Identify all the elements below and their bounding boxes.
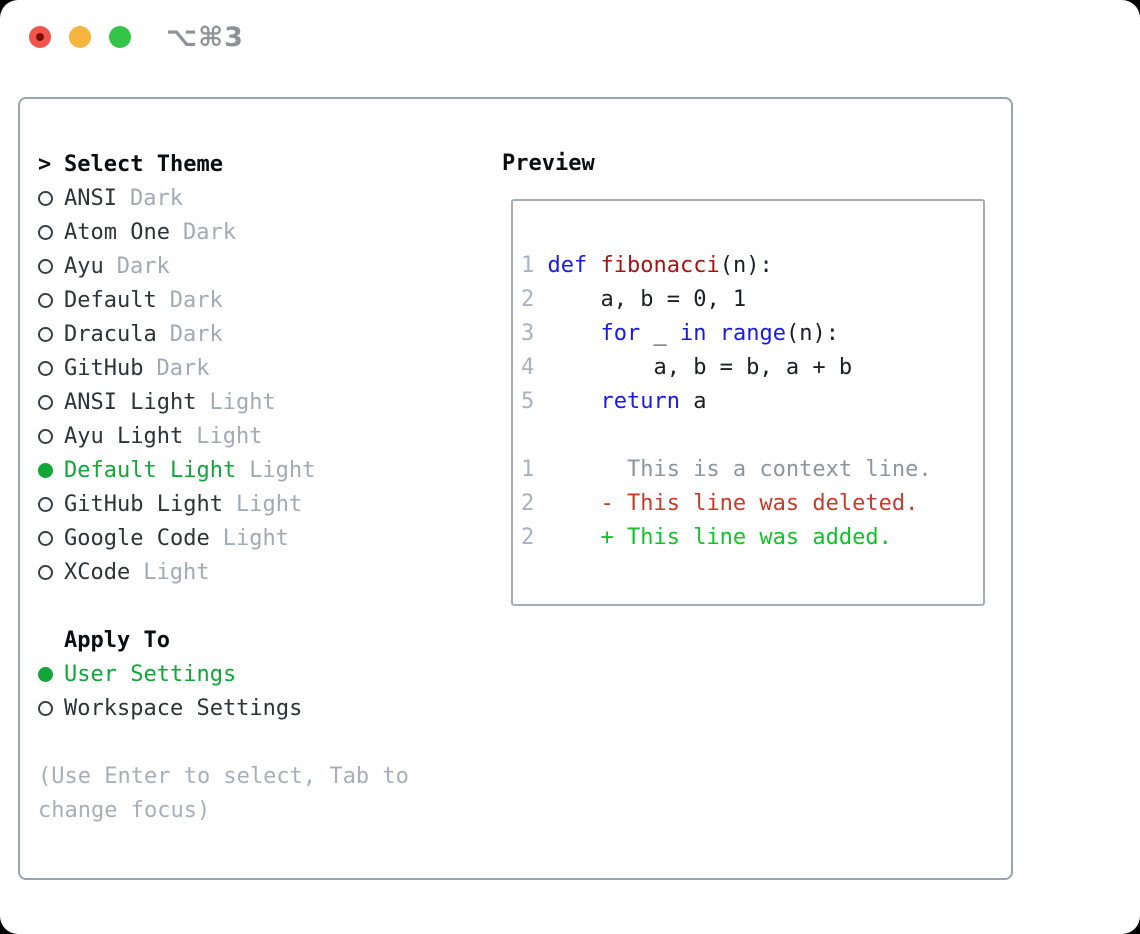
radio-icon [38, 428, 53, 444]
theme-variant: Dark [169, 321, 223, 347]
code-line: 2 + This line was added. [521, 525, 892, 550]
theme-name: Default [64, 287, 157, 313]
code-line: 1 This is a context line. [521, 457, 932, 482]
theme-name: GitHub [64, 355, 144, 381]
close-button-icon[interactable] [29, 26, 51, 48]
preview-title: Preview [502, 151, 595, 176]
theme-option-default-light[interactable]: Default Light Light [38, 453, 502, 487]
radio-icon [38, 190, 53, 206]
theme-name: GitHub Light [64, 491, 223, 517]
theme-name: Ayu [64, 253, 104, 279]
select-theme-header: > Select Theme [38, 147, 502, 181]
theme-option-github-light[interactable]: GitHub Light Light [38, 487, 502, 521]
radio-icon [38, 394, 53, 410]
code-line: 2 a, b = 0, 1 [521, 287, 747, 312]
window-shortcut-label: ⌥⌘3 [166, 22, 244, 53]
focus-prompt-icon: > [38, 151, 52, 177]
radio-icon [38, 360, 53, 376]
radio-icon [38, 496, 53, 512]
radio-icon [38, 700, 53, 716]
window-controls [29, 26, 131, 48]
theme-variant: Light [143, 559, 210, 585]
theme-name: Google Code [64, 525, 210, 551]
select-theme-title: Select Theme [64, 151, 223, 177]
theme-option-dracula[interactable]: Dracula Dark [38, 317, 502, 351]
radio-icon [38, 530, 53, 546]
theme-option-atom-one[interactable]: Atom One Dark [38, 215, 502, 249]
theme-variant: Dark [156, 355, 210, 381]
theme-option-ayu[interactable]: Ayu Dark [38, 249, 502, 283]
theme-variant: Dark [129, 185, 183, 211]
radio-icon [38, 224, 53, 240]
radio-icon [38, 564, 53, 580]
spacer [38, 589, 502, 623]
zoom-button-icon[interactable] [109, 26, 131, 48]
theme-variant: Dark [116, 253, 170, 279]
theme-option-ansi[interactable]: ANSI Dark [38, 181, 502, 215]
radio-selected-icon [38, 666, 53, 682]
code-line: 4 a, b = b, a + b [521, 355, 853, 380]
theme-option-xcode[interactable]: XCode Light [38, 555, 502, 589]
radio-selected-icon [38, 462, 53, 478]
spacer [38, 725, 502, 759]
theme-name: Ayu Light [64, 423, 184, 449]
theme-variant: Light [222, 525, 289, 551]
minimize-button-icon[interactable] [69, 26, 91, 48]
radio-icon [38, 292, 53, 308]
theme-option-google-code[interactable]: Google Code Light [38, 521, 502, 555]
apply-option-label: Workspace Settings [64, 695, 303, 721]
code-preview-box: 1 def fibonacci(n): 2 a, b = 0, 1 3 for _ … [511, 199, 985, 606]
theme-name: Default Light [64, 457, 237, 483]
theme-option-ansi-light[interactable]: ANSI Light Light [38, 385, 502, 419]
apply-to-title: Apply To [64, 627, 170, 653]
theme-option-github[interactable]: GitHub Dark [38, 351, 502, 385]
theme-variant: Light [235, 491, 303, 517]
theme-variant: Dark [169, 287, 223, 313]
radio-icon [38, 258, 53, 274]
apply-option-user-settings[interactable]: User Settings [38, 657, 502, 691]
theme-name: Atom One [64, 219, 170, 245]
code-line: 3 for _ in range(n): [521, 321, 839, 346]
code-line: 2 - This line was deleted. [521, 491, 919, 516]
theme-name: XCode [64, 559, 131, 585]
theme-name: ANSI [64, 185, 117, 211]
theme-name: ANSI Light [64, 389, 197, 415]
apply-option-label: User Settings [64, 661, 237, 687]
theme-variant: Light [209, 389, 276, 415]
theme-variant: Light [249, 457, 316, 483]
theme-option-default[interactable]: Default Dark [38, 283, 502, 317]
radio-icon [38, 326, 53, 342]
theme-variant: Light [196, 423, 263, 449]
code-line [521, 419, 983, 453]
code-line: 1 def fibonacci(n): [521, 253, 773, 278]
theme-option-ayu-light[interactable]: Ayu Light Light [38, 419, 502, 453]
theme-variant: Dark [182, 219, 236, 245]
hint-line-1: (Use Enter to select, Tab to [38, 763, 409, 789]
theme-name: Dracula [64, 321, 157, 347]
code-line: 5 return a [521, 389, 707, 414]
unsaved-dot-icon [36, 33, 44, 41]
preview-column: Preview 1 def fibonacci(n): 2 a, b = 0, 1… [502, 99, 1011, 878]
hint-line-2: change focus) [38, 797, 211, 823]
apply-option-workspace-settings[interactable]: Workspace Settings [38, 691, 502, 725]
